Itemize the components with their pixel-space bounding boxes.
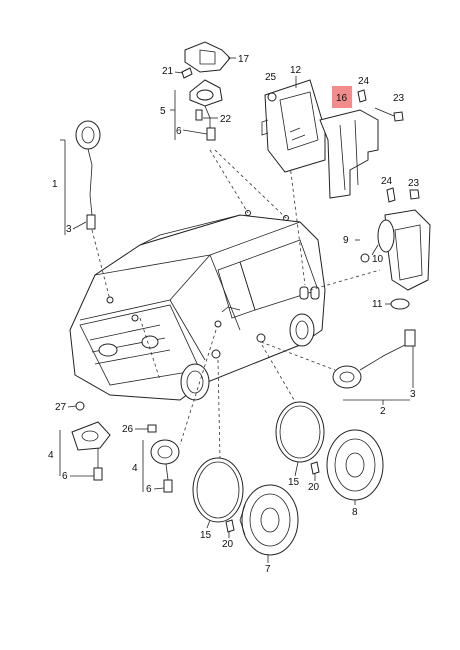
callout-24b: 24 — [381, 176, 393, 187]
gasket-ring-15-upper[interactable] — [275, 401, 325, 463]
callout-23a: 23 — [393, 93, 405, 104]
screw-24-top[interactable] — [357, 89, 367, 103]
highlight-box-16 — [332, 86, 352, 108]
screw-26[interactable] — [147, 424, 157, 433]
callout-8: 8 — [352, 507, 358, 518]
screw-10[interactable] — [360, 253, 370, 263]
woofer-7[interactable] — [239, 484, 299, 556]
screw-24-sub[interactable] — [386, 187, 396, 203]
tweeter-4-left[interactable] — [59, 421, 111, 481]
callout-5: 5 — [160, 106, 166, 117]
callout-26: 26 — [122, 424, 134, 435]
callout-2: 2 — [380, 406, 386, 417]
subwoofer-9[interactable] — [355, 209, 431, 291]
leader-lines — [91, 149, 381, 461]
bracket-16[interactable] — [319, 109, 379, 199]
callout-17: 17 — [238, 54, 250, 65]
callout-21: 21 — [162, 66, 174, 77]
callout-15a: 15 — [200, 530, 212, 541]
bracket-17[interactable] — [184, 41, 236, 73]
amplifier-12[interactable] — [261, 79, 326, 173]
woofer-8[interactable] — [326, 429, 384, 501]
callout-20a: 20 — [222, 539, 234, 550]
tweeter-4-mid[interactable] — [142, 439, 180, 493]
screw-27[interactable] — [75, 401, 85, 411]
callout-25: 25 — [265, 72, 277, 83]
callout-24a: 24 — [358, 76, 370, 87]
screw-21[interactable] — [181, 67, 193, 79]
callout-9: 9 — [343, 235, 349, 246]
callout-27: 27 — [55, 402, 67, 413]
speaker-assembly-2[interactable] — [332, 329, 416, 401]
gasket-ring-15-lower[interactable] — [192, 457, 244, 523]
nut-11[interactable] — [390, 298, 410, 310]
callout-20b: 20 — [308, 482, 320, 493]
van-body — [69, 210, 326, 401]
nut-23-sub[interactable] — [409, 189, 420, 200]
callout-6c: 6 — [146, 484, 152, 495]
callout-7: 7 — [265, 564, 271, 575]
callout-3b: 3 — [410, 389, 416, 400]
callout-6a: 6 — [176, 126, 182, 137]
screw-25[interactable] — [267, 92, 277, 102]
callout-12: 12 — [290, 65, 302, 76]
callout-6b: 6 — [62, 471, 68, 482]
callout-3a: 3 — [66, 224, 72, 235]
callout-23b: 23 — [408, 178, 420, 189]
tweeter-5[interactable] — [170, 79, 223, 141]
callout-11: 11 — [372, 299, 383, 310]
screw-20-upper[interactable] — [310, 461, 320, 475]
callout-16: 16 — [336, 93, 348, 104]
callout-1: 1 — [52, 179, 58, 190]
screw-22[interactable] — [195, 109, 203, 121]
callouts: 17 21 5 22 6 25 12 16 24 23 1 3 24 23 9 … — [48, 54, 420, 575]
speaker-assembly-1[interactable] — [60, 120, 101, 235]
callout-10: 10 — [372, 254, 384, 265]
callout-4b: 4 — [132, 463, 138, 474]
callout-15b: 15 — [288, 477, 300, 488]
screw-20-lower[interactable] — [225, 519, 235, 533]
callout-22: 22 — [220, 114, 232, 125]
nut-23-top[interactable] — [374, 107, 404, 122]
callout-4a: 4 — [48, 450, 54, 461]
